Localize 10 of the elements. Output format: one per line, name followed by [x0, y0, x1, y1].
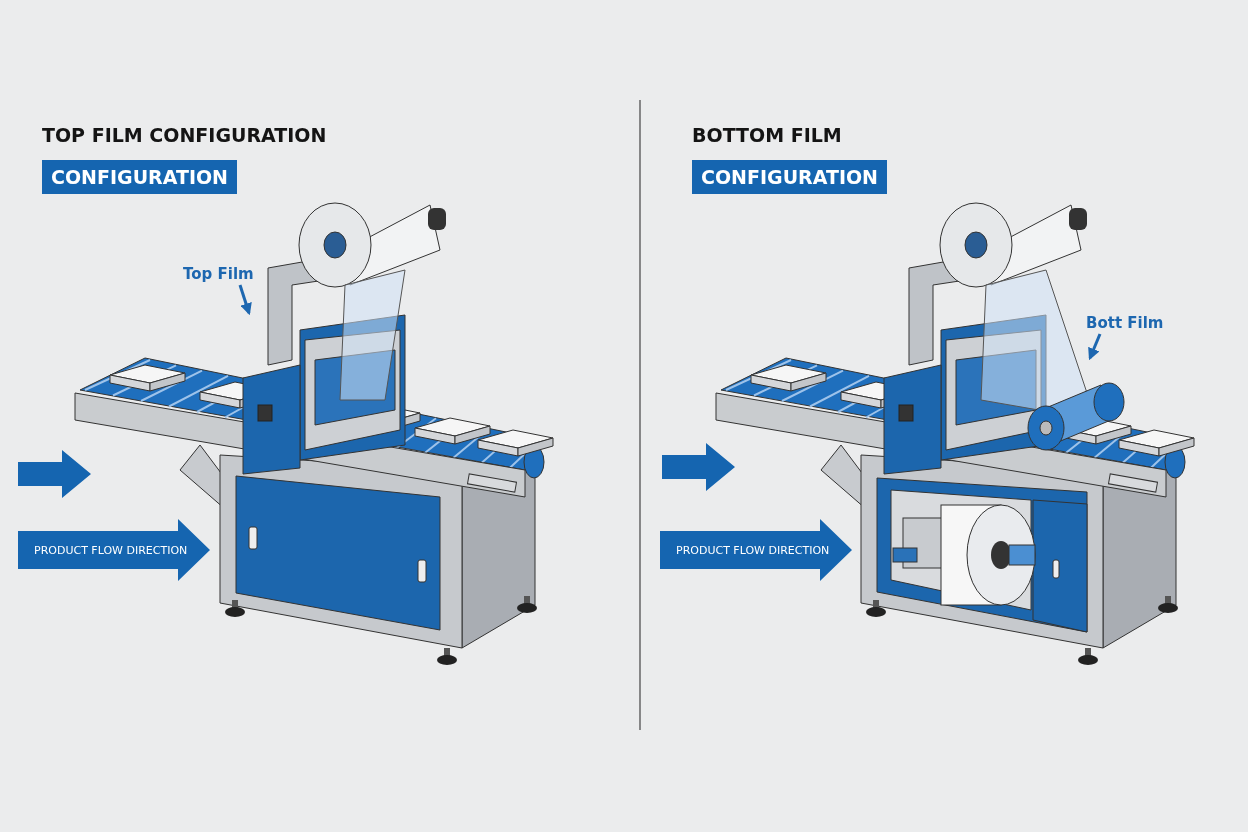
leader-arrow — [1088, 333, 1102, 361]
callout-label: Top Film — [183, 265, 254, 283]
heading-banner: CONFIGURATION — [692, 160, 887, 194]
panel-heading: TOP FILM CONFIGURATION — [42, 124, 327, 146]
flow-direction-arrow: PRODUCT FLOW DIRECTION — [660, 519, 852, 581]
callout-label: Bott Film — [1086, 314, 1164, 332]
heading-banner: CONFIGURATION — [42, 160, 237, 194]
leader-arrow — [238, 284, 252, 316]
panel-heading: BOTTOM FILM — [692, 124, 842, 146]
flow-direction-arrow: PRODUCT FLOW DIRECTION — [18, 519, 210, 581]
